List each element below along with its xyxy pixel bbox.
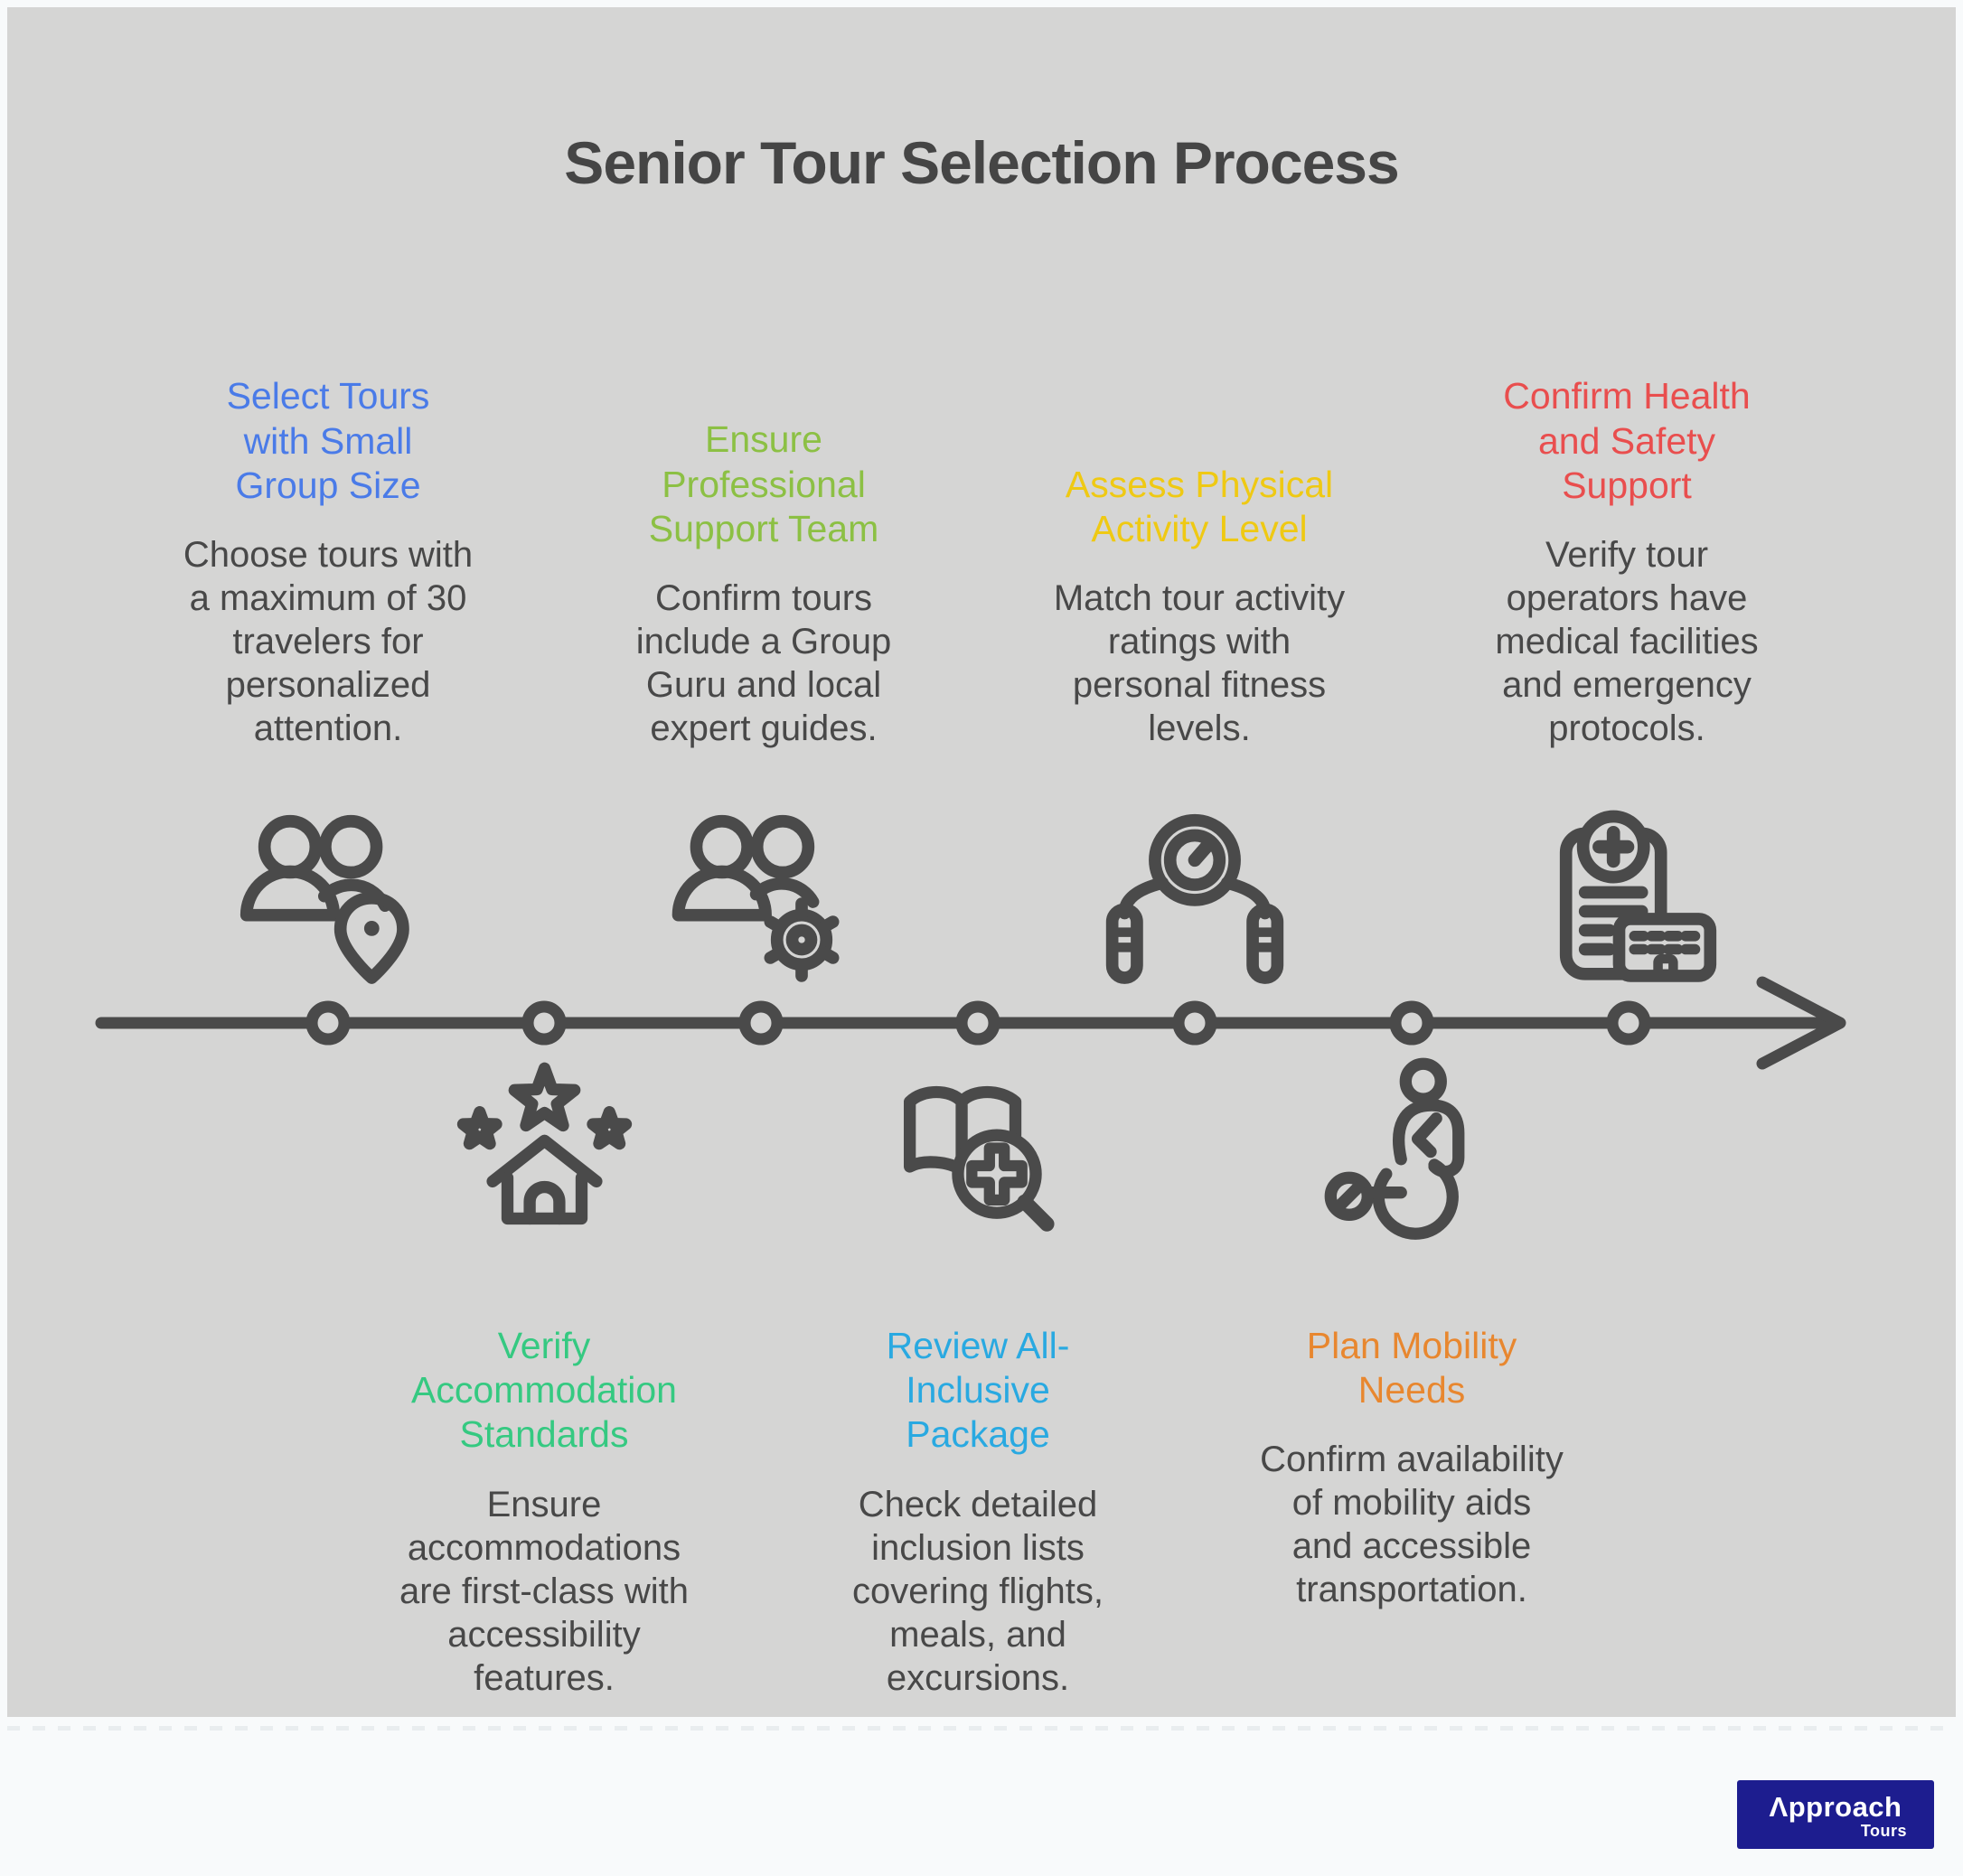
team-settings-icon [669, 807, 859, 997]
dashed-divider [7, 1726, 1956, 1731]
book-search-plus-icon [886, 1055, 1071, 1241]
step-body: Check detailed inclusion lists covering … [852, 1484, 1104, 1698]
step-heading: Review All- Inclusive Package [886, 1325, 1070, 1456]
step-heading: Select Tours with Small Group Size [226, 375, 430, 506]
step-body: Verify tour operators have medical facil… [1495, 535, 1759, 748]
hand-grip-icon [1100, 807, 1290, 997]
star-rating-house-icon [452, 1055, 637, 1241]
step-heading: Verify Accommodation Standards [411, 1325, 677, 1456]
wheelchair-icon [1320, 1055, 1505, 1241]
brand-name: Λpproach [1769, 1791, 1902, 1823]
step-heading: Ensure Professional Support Team [648, 418, 879, 549]
medical-report-icon [1534, 807, 1723, 997]
step-card-7: Plan Mobility Needs Confirm availability… [1199, 1324, 1624, 1611]
step-heading: Confirm Health and Safety Support [1503, 375, 1751, 506]
step-card-2: Ensure Professional Support Team Confirm… [551, 417, 976, 750]
step-heading: Plan Mobility Needs [1306, 1325, 1517, 1412]
step-card-4: Confirm Health and Safety Support Verify… [1414, 374, 1839, 750]
step-body: Confirm tours include a Group Guru and l… [635, 578, 892, 748]
brand-sub: Tours [1860, 1822, 1907, 1840]
brand-logo: Λpproach Tours [1737, 1780, 1934, 1849]
step-card-5: Verify Accommodation Standards Ensure ac… [332, 1324, 756, 1700]
step-card-1: Select Tours with Small Group Size Choos… [116, 374, 540, 750]
step-card-6: Review All- Inclusive Package Check deta… [765, 1324, 1190, 1700]
page-title: Senior Tour Selection Process [564, 129, 1399, 196]
travel-group-location-icon [233, 807, 423, 997]
step-body: Match tour activity ratings with persona… [1053, 578, 1346, 748]
step-heading: Assess Physical Activity Level [1065, 463, 1334, 549]
step-body: Ensure accommodations are first-class wi… [399, 1484, 690, 1698]
step-body: Confirm availability of mobility aids an… [1260, 1440, 1564, 1610]
step-card-3: Assess Physical Activity Level Match tou… [987, 463, 1412, 750]
step-body: Choose tours with a maximum of 30 travel… [183, 535, 474, 748]
